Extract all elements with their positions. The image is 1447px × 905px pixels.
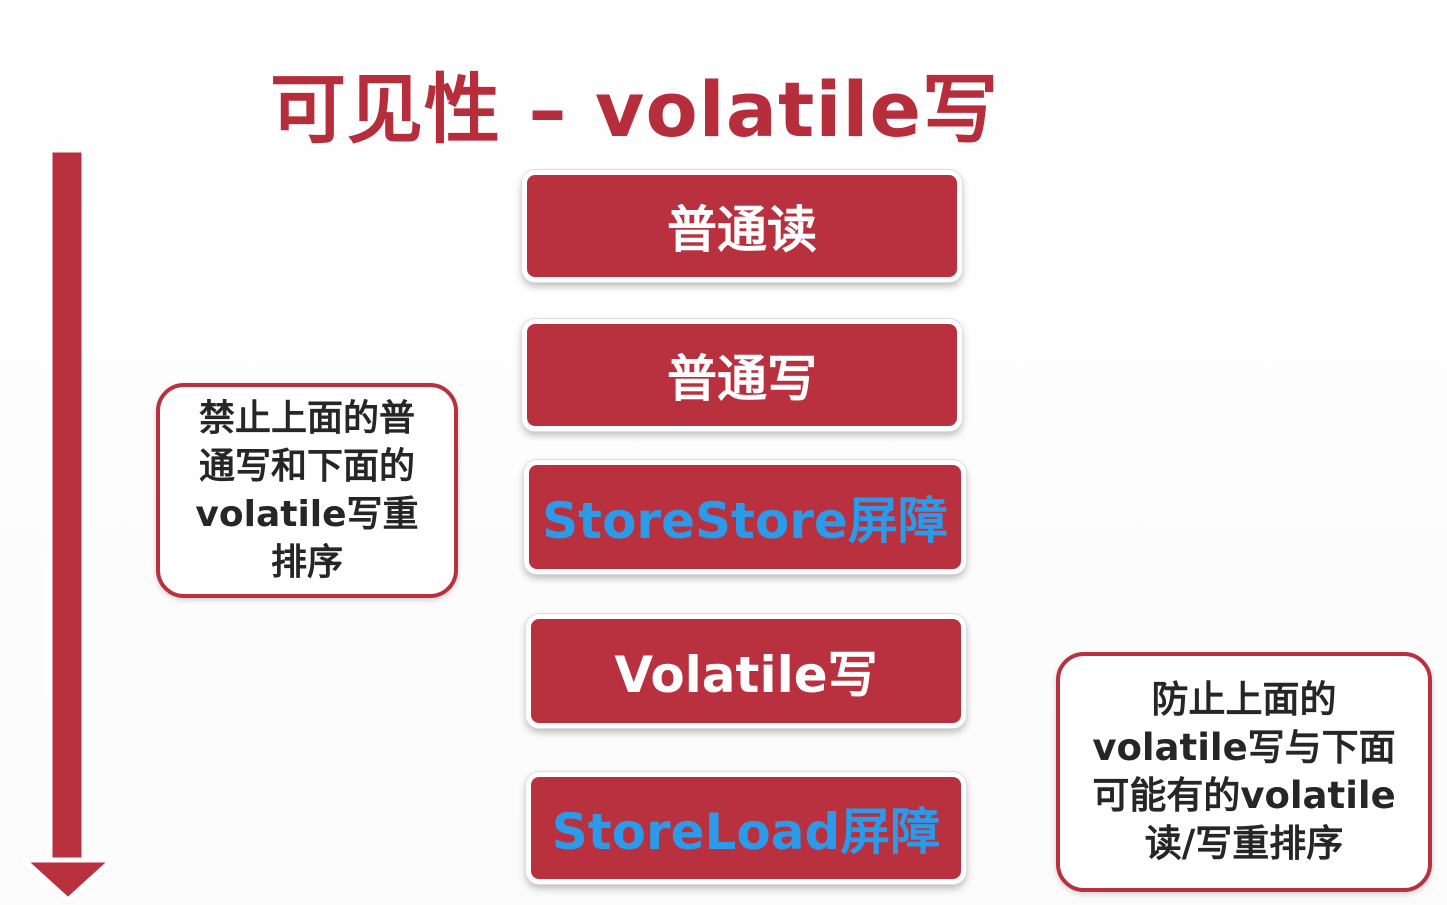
note-right-storeload: 防止上面的volatile写与下面可能有的volatile读/写重排序 <box>1056 652 1432 892</box>
step-normal-read: 普通读 <box>522 170 962 282</box>
timeline-down-arrow <box>21 147 115 903</box>
note-left-text: 禁止上面的普通写和下面的volatile写重排序 <box>195 397 419 583</box>
step-volatile-write: Volatile写 <box>526 614 966 728</box>
note-left-storestore: 禁止上面的普通写和下面的volatile写重排序 <box>156 383 458 598</box>
step-storestore-barrier: StoreStore屏障 <box>524 460 966 574</box>
slide-title: 可见性 – volatile写 <box>270 65 999 154</box>
step-normal-write: 普通写 <box>522 319 962 431</box>
step-storeload-barrier: StoreLoad屏障 <box>526 772 966 884</box>
note-right-text: 防止上面的volatile写与下面可能有的volatile读/写重排序 <box>1092 678 1396 865</box>
